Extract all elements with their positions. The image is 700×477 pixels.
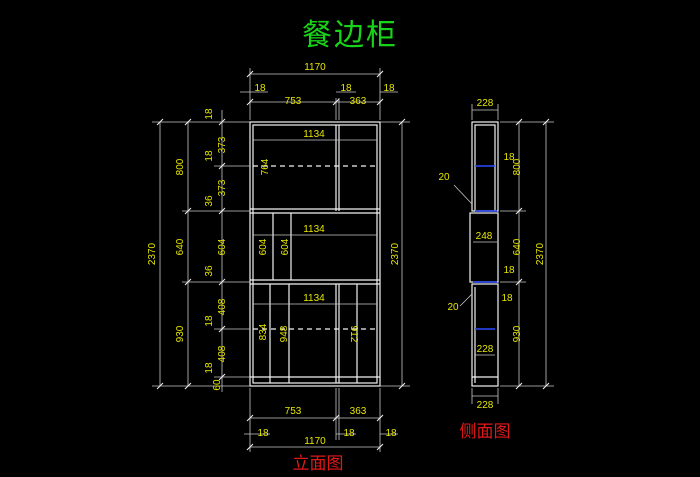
front-interior-middle-b: 604	[280, 238, 291, 255]
front-left-u-shelf: 18	[204, 150, 215, 162]
front-bottom-total: 1170	[304, 436, 326, 447]
front-bottom-right-width: 363	[350, 406, 367, 417]
front-left-upper: 800	[175, 158, 186, 175]
front-left-total: 2370	[147, 242, 158, 265]
front-left-gap2: 36	[204, 265, 215, 277]
drawing-title: 餐边柜	[302, 18, 398, 53]
front-left-l1: 408	[217, 298, 228, 315]
front-left-lower: 930	[175, 325, 186, 342]
front-bottom-left-width: 753	[285, 406, 302, 417]
front-left-m: 604	[217, 238, 228, 255]
front-top-right-width: 363	[350, 96, 367, 107]
front-left-dimension-lines	[152, 110, 250, 392]
front-interior-lower-b: 948	[279, 325, 290, 342]
side-shelf-upper: 18	[503, 152, 515, 163]
side-total: 2370	[535, 242, 546, 265]
front-left-u1: 373	[217, 136, 228, 153]
side-shelf-middle: 18	[503, 265, 515, 276]
side-top-depth: 228	[477, 98, 494, 109]
front-top-t-right: 18	[383, 83, 395, 94]
front-inner-width-lower: 1134	[303, 293, 325, 304]
front-left-l-shelf: 18	[204, 315, 215, 327]
side-h-lower: 930	[512, 325, 523, 342]
front-inner-width-upper: 1134	[303, 129, 325, 140]
front-left-middle: 640	[175, 238, 186, 255]
side-offset-upper: 20	[438, 172, 450, 183]
front-right-total: 2370	[390, 242, 401, 265]
side-h-middle: 640	[512, 238, 523, 255]
side-bottom-depth: 228	[477, 400, 494, 411]
side-dimension-lines	[453, 104, 554, 404]
side-offset-lower: 20	[447, 302, 459, 313]
front-left-gap1: 36	[204, 195, 215, 207]
side-cabinet-outline	[469, 121, 499, 387]
front-inner-width-middle: 1134	[303, 224, 325, 235]
front-bottom-t-right: 18	[385, 428, 397, 439]
side-elevation-label: 侧面图	[460, 422, 511, 442]
front-left-bottom-panel: 18	[204, 362, 215, 374]
front-left-top-panel: 18	[204, 108, 215, 120]
front-left-plinth: 60	[212, 379, 223, 391]
front-top-total: 1170	[304, 62, 326, 73]
side-lower-depth: 228	[477, 344, 494, 355]
side-middle-depth: 248	[476, 231, 493, 242]
front-interior-upper: 764	[260, 158, 271, 175]
side-shelf-lower: 18	[501, 293, 513, 304]
front-elevation-label: 立面图	[293, 454, 344, 474]
front-interior-middle-a: 604	[258, 238, 269, 255]
front-top-t-mid: 18	[340, 83, 352, 94]
front-left-l2: 408	[217, 345, 228, 362]
front-bottom-t-left: 18	[257, 428, 269, 439]
front-top-t-left: 18	[254, 83, 266, 94]
front-left-u2: 373	[217, 179, 228, 196]
front-interior-lower-a: 834	[258, 323, 269, 340]
front-bottom-dimensions	[244, 388, 398, 452]
front-top-dimensions	[240, 68, 398, 120]
front-top-left-width: 753	[285, 96, 302, 107]
side-h-upper: 800	[512, 158, 523, 175]
front-cabinet-outline	[249, 121, 381, 387]
front-bottom-t-mid: 18	[343, 428, 355, 439]
front-interior-lower-c: 912	[348, 326, 359, 343]
